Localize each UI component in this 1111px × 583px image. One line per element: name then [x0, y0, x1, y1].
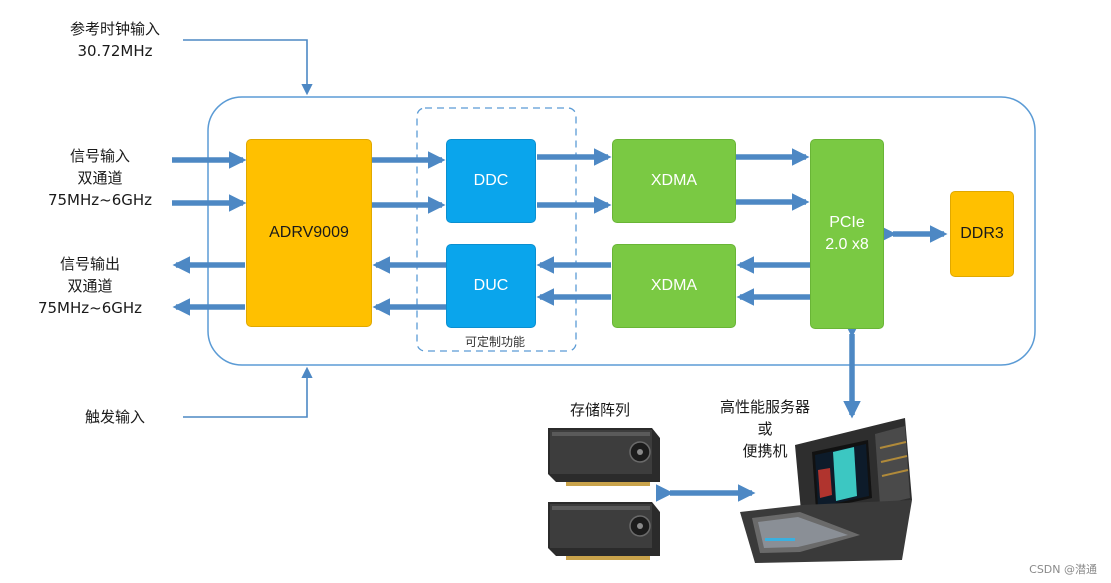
storage-card-1 — [548, 428, 660, 486]
signal-input-channels: 双通道 — [77, 169, 123, 187]
board-outline — [207, 96, 1036, 366]
ref-clock-freq: 30.72MHz — [77, 42, 153, 60]
ddr3-block: DDR3 — [950, 191, 1014, 277]
duc-block: DUC — [446, 244, 536, 328]
custom-function-label: 可定制功能 — [464, 335, 525, 349]
watermark: CSDN @潜通 — [1029, 563, 1097, 576]
storage-array-icon — [548, 428, 660, 560]
storage-card-2 — [548, 502, 660, 560]
signal-output-title: 信号输出 — [59, 255, 120, 273]
portable-server-icon — [740, 418, 912, 563]
pcie-spec-label: 2.0 x8 — [825, 236, 869, 253]
server-portable: 便携机 — [742, 442, 788, 460]
signal-output-range: 75MHz~6GHz — [37, 299, 143, 317]
server-label: 高性能服务器 或 便携机 — [695, 396, 835, 462]
custom-function-region — [416, 107, 577, 352]
pcie-label: PCIe — [829, 214, 865, 231]
signal-output-channels: 双通道 — [67, 277, 113, 295]
ref-clock-title: 参考时钟输入 — [69, 20, 160, 38]
signal-output-label: 信号输出 双通道 75MHz~6GHz — [10, 253, 170, 319]
xdma-bottom-block: XDMA — [612, 244, 736, 328]
signal-input-range: 75MHz~6GHz — [47, 191, 153, 209]
server-title: 高性能服务器 — [719, 398, 810, 416]
xdma-top-block: XDMA — [612, 139, 736, 223]
trigger-input-label: 触发输入 — [84, 408, 145, 426]
trigger-connector — [183, 366, 313, 418]
ref-clock-connector — [183, 39, 313, 96]
signal-input-label: 信号输入 双通道 75MHz~6GHz — [20, 145, 180, 211]
storage-array-label: 存储阵列 — [569, 401, 630, 419]
ref-clock-label: 参考时钟输入 30.72MHz — [50, 18, 180, 62]
server-or: 或 — [757, 420, 773, 438]
adrv9009-block: ADRV9009 — [246, 139, 372, 327]
signal-input-title: 信号输入 — [69, 147, 130, 165]
ddc-block: DDC — [446, 139, 536, 223]
pcie-block: PCIe 2.0 x8 — [810, 139, 884, 329]
